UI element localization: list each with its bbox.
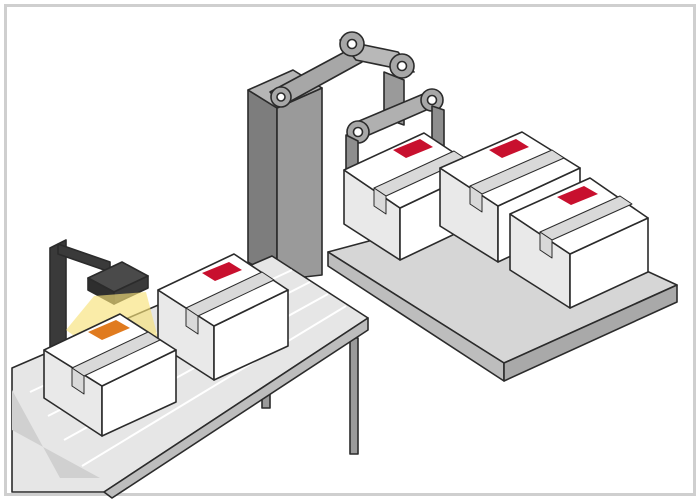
- box-conveyor-front: [43, 313, 177, 437]
- robot-arm: [269, 31, 445, 211]
- robot-pillar: [247, 69, 323, 281]
- box-pallet-front: [509, 177, 649, 309]
- box-conveyor-middle: [157, 253, 289, 381]
